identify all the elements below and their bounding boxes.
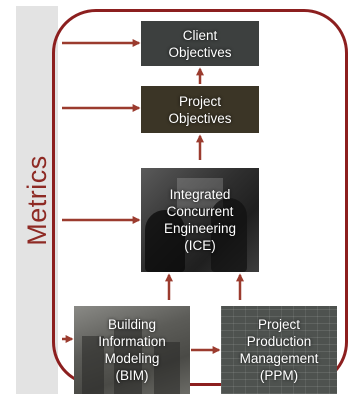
ppm-box: Project Production Management (PPM): [221, 306, 337, 394]
project-objectives-box: Project Objectives: [141, 86, 259, 133]
ice-box: Integrated Concurrent Engineering (ICE): [141, 168, 259, 272]
ppm-label: Project Production Management (PPM): [239, 317, 319, 383]
metrics-label: Metrics: [21, 154, 52, 246]
ice-photo-person: [145, 210, 185, 272]
metrics-band: [16, 6, 58, 394]
client-objectives-label: Client Objectives: [168, 27, 232, 60]
project-objectives-label: Project Objectives: [168, 93, 232, 126]
ice-photo-person: [211, 198, 247, 272]
ice-label: Integrated Concurrent Engineering (ICE): [163, 187, 237, 253]
bim-photo-building: [154, 342, 180, 394]
bim-box: Building Information Modeling (BIM): [74, 306, 190, 394]
feedback-frame: [52, 9, 348, 386]
bim-label: Building Information Modeling (BIM): [98, 317, 166, 383]
bim-photo-building: [82, 336, 104, 394]
client-objectives-box: Client Objectives: [141, 21, 259, 66]
bim-photo-building: [114, 320, 142, 394]
